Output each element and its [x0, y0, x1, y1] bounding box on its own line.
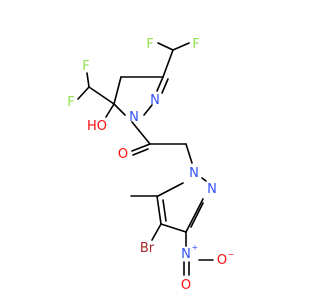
- bond: [105, 103, 115, 118]
- bond: [201, 177, 207, 182]
- molecule-diagram: F F F F N N HO O N N Br N + O − O: [67, 37, 235, 293]
- bond: [172, 42, 190, 51]
- bond: [88, 86, 115, 105]
- nitrogen-atom-label: N: [129, 110, 139, 125]
- bond: [190, 202, 204, 228]
- bond: [185, 198, 204, 233]
- bond: [156, 195, 162, 225]
- oxygen-atom-label: O: [217, 253, 227, 268]
- fluorine-atom-label: F: [82, 59, 89, 74]
- bond: [77, 86, 90, 100]
- bond: [156, 76, 164, 92]
- nitrogen-atom-label: N: [207, 182, 217, 197]
- bond: [113, 76, 122, 105]
- nitro-nitrogen-label: N: [181, 247, 191, 262]
- oxygen-atom-label: O: [181, 278, 191, 293]
- bond: [162, 199, 167, 222]
- bond: [162, 49, 174, 78]
- bond: [157, 182, 184, 197]
- nitrogen-atom-label: N: [150, 93, 160, 108]
- nitrogen-atom-label: N: [189, 166, 199, 181]
- bond: [161, 78, 169, 94]
- bond: [160, 223, 187, 233]
- bond: [151, 223, 162, 241]
- bond: [86, 72, 90, 88]
- hydroxyl-label: HO: [87, 119, 107, 134]
- positive-charge-label: +: [192, 243, 199, 252]
- fluorine-atom-label: F: [67, 95, 74, 110]
- fluorine-atom-label: F: [146, 37, 153, 52]
- structure-canvas: F F F F N N HO O N N Br N + O − O: [67, 37, 235, 293]
- bond: [185, 143, 193, 164]
- bond: [143, 104, 153, 116]
- bond: [157, 42, 174, 51]
- bond: [132, 148, 149, 156]
- fluorine-atom-label: F: [192, 37, 199, 52]
- negative-charge-label: −: [228, 250, 235, 259]
- bond: [131, 143, 151, 152]
- bromine-atom-label: Br: [140, 241, 155, 256]
- oxygen-atom-label: O: [118, 147, 128, 162]
- bond: [113, 103, 126, 116]
- bond: [131, 121, 151, 145]
